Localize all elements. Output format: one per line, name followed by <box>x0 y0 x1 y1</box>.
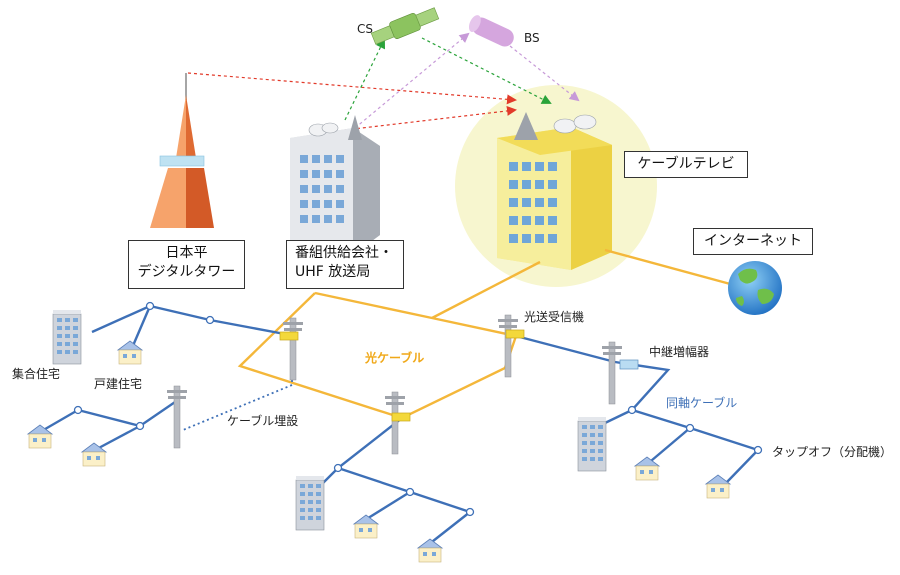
bs-label: BS <box>524 31 540 45</box>
internet-globe-icon <box>728 261 782 315</box>
cs-satellite-icon <box>370 7 440 45</box>
house-icon <box>705 474 731 499</box>
utility-poles <box>166 314 623 455</box>
repeater-amplifier-box <box>619 359 639 370</box>
internet-label: インターネット <box>704 233 802 249</box>
repeater-amp-label: 中継増幅器 <box>649 345 710 359</box>
optical-transmitter-boxes <box>279 329 525 422</box>
house-label: 戸建住宅 <box>94 377 143 391</box>
coax-cable-lines <box>39 304 761 546</box>
house-icon <box>353 514 379 539</box>
apartment-building-icon <box>577 416 607 472</box>
cs-label: CS <box>357 22 373 36</box>
buried-cable-label: ケーブル埋設 <box>227 414 299 428</box>
tap-off-label: タップオフ（分配機） <box>772 445 893 459</box>
tap-off-nodes <box>73 301 763 517</box>
supplier-label-line2: UHF 放送局 <box>295 264 371 280</box>
supplier-label-line1: 番組供給会社・ <box>295 245 393 261</box>
internet-label-box: インターネット <box>693 228 813 255</box>
house-icon <box>117 340 143 365</box>
optical-transmitter-label: 光送受信機 <box>524 310 585 324</box>
coax-cable-label: 同軸ケーブル <box>666 396 738 410</box>
tower-label-line1: 日本平 <box>165 245 208 261</box>
apartment-label: 集合住宅 <box>12 367 61 381</box>
apartment-building-icon <box>52 309 82 365</box>
house-icon <box>417 538 443 563</box>
cable-tv-label: ケーブルテレビ <box>637 156 735 172</box>
cable-tv-label-box: ケーブルテレビ <box>624 151 748 178</box>
signal-arrows <box>187 32 580 131</box>
cable-tv-building-icon <box>497 112 612 270</box>
house-icon <box>634 456 660 481</box>
program-supplier-building-icon <box>290 115 380 255</box>
tower-label-line2: デジタルタワー <box>137 264 236 280</box>
supplier-label-box: 番組供給会社・ UHF 放送局 <box>286 240 404 289</box>
digital-tower-icon <box>150 73 214 228</box>
apartment-building-icon <box>295 475 325 531</box>
bs-satellite-icon <box>468 15 514 47</box>
optical-cable-label: 光ケーブル <box>365 351 425 365</box>
tower-label-box: 日本平 デジタルタワー <box>128 240 245 289</box>
